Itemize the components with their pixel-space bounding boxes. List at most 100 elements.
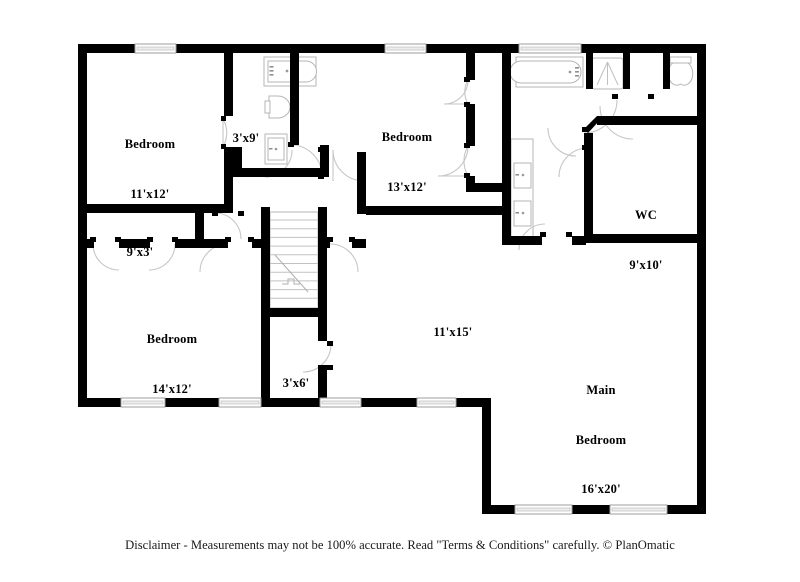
door-wc-lower-left [518, 223, 546, 251]
interior-wall-closet9x3-bottom-b [119, 239, 150, 248]
jamb-3 [288, 142, 294, 147]
interior-wall-hall-vert-a [320, 145, 329, 177]
room-dimensions: 11'x15' [433, 325, 473, 339]
interior-wall-stair-left-b [261, 248, 270, 358]
room-name: Bedroom [381, 129, 433, 144]
bathtub-main-bath-icon [509, 56, 584, 88]
interior-wall-hall-bottom-d [352, 239, 366, 248]
jamb-25 [566, 232, 572, 237]
room-label-hall-11x15: 11'x15' [424, 297, 482, 367]
exterior-wall-bottom-d [361, 398, 417, 407]
window-bottom-5 [514, 504, 573, 515]
vanity-upper-icon [513, 162, 532, 189]
jamb-22 [582, 145, 588, 150]
exterior-wall-bottom-c [261, 398, 320, 407]
room-name-line2: Bedroom [575, 432, 627, 447]
shower-main-bath-icon [591, 57, 624, 90]
room-name-line1: Main [586, 382, 616, 397]
interior-wall-center-right [366, 206, 511, 215]
sink-hall-bath-icon [264, 95, 291, 119]
windows-layer [120, 43, 668, 515]
jamb-2 [221, 144, 226, 149]
jamb-13 [172, 237, 178, 242]
room-dimensions: 3'x9' [232, 131, 260, 145]
interior-wall-wc-bottom [584, 234, 697, 243]
room-label-wc: WC 9'x10' [596, 172, 696, 307]
jamb-5 [464, 102, 470, 107]
interior-wall-stair-right-a [318, 207, 327, 239]
interior-wall-bedroom11-right-a [224, 48, 233, 116]
jamb-16 [327, 237, 333, 242]
door-closet-9x3-right [148, 243, 176, 271]
window-bottom-3 [319, 397, 362, 408]
room-dimensions: 14'x12' [152, 381, 192, 396]
interior-wall-closet3x6-left [261, 317, 270, 398]
interior-wall-closet9x3-bottom-a [78, 239, 94, 248]
interior-wall-stair-left-a [261, 207, 270, 239]
jamb-18 [212, 211, 218, 216]
jamb-26 [612, 94, 618, 99]
window-top-1 [134, 43, 177, 54]
interior-wall-closet9x3-right [195, 204, 204, 244]
door-right-of-stairs [329, 243, 359, 273]
exterior-wall-top-b [176, 44, 385, 53]
interior-wall-bath-div-b [623, 53, 630, 89]
jamb-17 [349, 237, 355, 242]
interior-wall-bath-left-a [502, 48, 511, 192]
staircase-icon [269, 211, 319, 309]
interior-wall-bath-left-b [502, 192, 511, 244]
room-label-bedroom-14x12: Bedroom 14'x12' [117, 296, 227, 431]
room-label-closet-3x9: 3'x9' [220, 103, 272, 173]
window-bottom-6 [609, 504, 668, 515]
interior-wall-bedroom11-bottom [78, 204, 233, 213]
jamb-10 [90, 237, 96, 242]
exterior-wall-step-vertical [482, 398, 491, 505]
jamb-24 [540, 232, 546, 237]
window-top-2 [384, 43, 427, 54]
interior-wall-closet3x6-right-a [318, 317, 327, 341]
door-closet-9x3-left [92, 243, 120, 271]
door-hall-to-bedroom-14x12 [199, 243, 229, 273]
room-name: WC [635, 207, 657, 222]
exterior-wall-bottom-b [165, 398, 219, 407]
interior-wall-stair-right-b [318, 248, 327, 312]
room-dimensions: 9'x10' [629, 257, 663, 272]
window-bottom-2 [218, 397, 262, 408]
jamb-8 [318, 147, 324, 152]
exterior-wall-top-a [78, 44, 135, 53]
toilet-hall-bath-icon [264, 133, 288, 165]
jamb-19 [238, 211, 244, 216]
door-jambs-layer [90, 77, 654, 370]
interior-wall-bedroom13-right-b [466, 104, 475, 146]
room-dimensions: 3'x6' [282, 376, 310, 390]
interior-wall-landing-left-stub [233, 147, 242, 177]
exterior-wall-bottom-h [667, 505, 706, 514]
jamb-9 [318, 174, 324, 179]
jamb-7 [464, 173, 470, 178]
jamb-12 [147, 237, 153, 242]
exterior-wall-bottom-e [456, 398, 491, 407]
interior-wall-bath-bottom-b [572, 236, 586, 245]
window-bottom-4 [416, 397, 457, 408]
window-bottom-1 [120, 397, 166, 408]
interior-wall-wc-top [597, 116, 686, 125]
interior-wall-bedroom11-right-b [224, 147, 233, 213]
door-closet-upper-small [214, 212, 242, 240]
walls-layer [78, 44, 706, 514]
interior-wall-closet3x6-top [261, 308, 327, 317]
interior-wall-bath-bottom-a [502, 236, 542, 245]
room-dimensions: 9'x3' [126, 245, 154, 259]
exterior-wall-bottom-g [572, 505, 610, 514]
room-label-bedroom-13x12: Bedroom 13'x12' [352, 94, 462, 229]
room-label-closet-9x3: 9'x3' [114, 217, 166, 287]
jamb-23 [582, 127, 588, 132]
interior-wall-bath-div-a [586, 53, 593, 89]
fixtures-layer [263, 56, 694, 309]
toilet-main-bath-icon [667, 56, 694, 86]
jamb-1 [221, 116, 226, 121]
door-closet-3x6 [302, 343, 332, 373]
exterior-wall-right [697, 44, 706, 514]
room-label-main-bedroom: Main Bedroom 16'x20' [546, 347, 656, 532]
